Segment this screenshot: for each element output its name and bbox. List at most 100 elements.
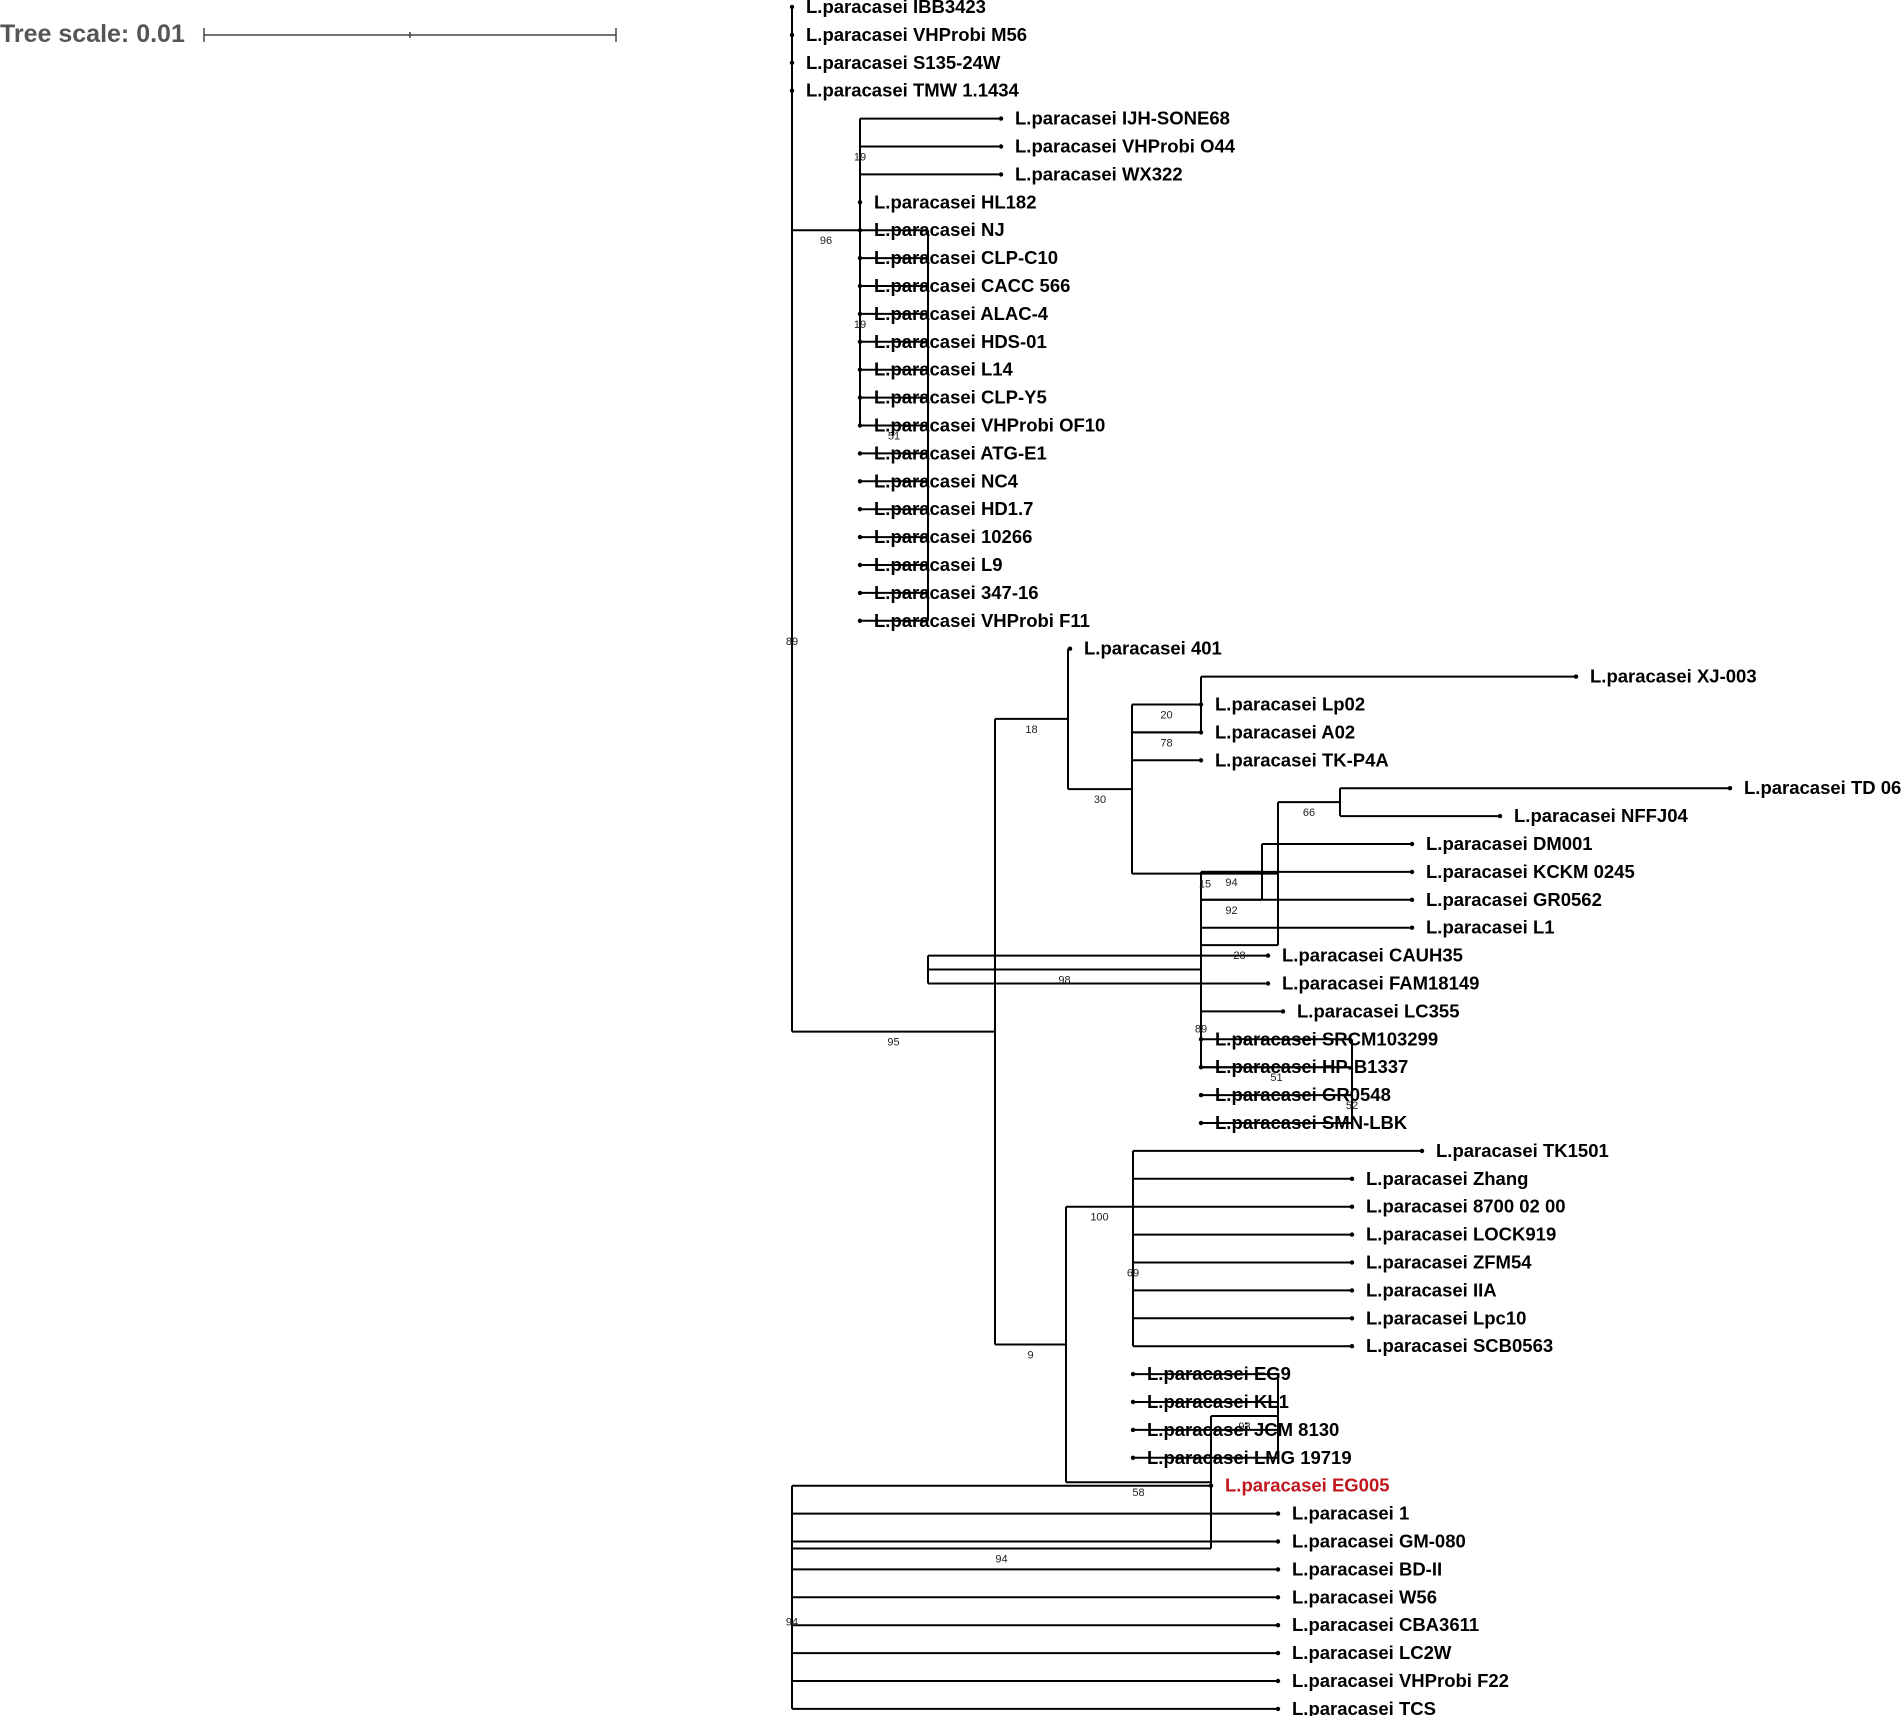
leaf-tip-dot <box>1275 1567 1281 1572</box>
bootstrap-value: 30 <box>1094 794 1106 806</box>
leaf-tip-dot <box>1275 1539 1281 1544</box>
leaf-label: L.paracasei 10266 <box>874 526 1032 547</box>
bootstrap-value: 94 <box>995 1553 1007 1565</box>
leaf-label: L.paracasei DM001 <box>1426 833 1593 854</box>
bootstrap-value: 95 <box>887 1037 899 1049</box>
leaf-label: L.paracasei TK1501 <box>1436 1140 1609 1161</box>
leaf-label: L.paracasei 401 <box>1084 638 1222 659</box>
leaf-tip-dot <box>1349 1176 1355 1182</box>
bootstrap-value: 89 <box>786 636 798 648</box>
leaf-tip-dot <box>789 4 795 10</box>
leaf-tip-dot <box>1727 786 1733 791</box>
leaf-label: L.paracasei HD1.7 <box>874 498 1033 519</box>
bootstrap-value: 92 <box>1225 905 1237 917</box>
leaf-tip-dot <box>1130 1455 1136 1461</box>
leaf-label: L.paracasei S135-24W <box>806 52 1001 73</box>
leaf-label: L.paracasei 347-16 <box>874 582 1039 603</box>
leaf-tip-dot <box>789 88 795 93</box>
leaf-label: L.paracasei IBB3423 <box>806 0 986 17</box>
leaf-tip-dot <box>1280 1009 1286 1014</box>
leaf-label: L.paracasei ZFM54 <box>1366 1252 1532 1273</box>
leaf-label: L.paracasei SRCM103299 <box>1215 1028 1438 1049</box>
leaf-tip-dot <box>1275 1595 1281 1600</box>
leaf-label: L.paracasei 8700 02 00 <box>1366 1196 1566 1217</box>
leaf-tip-dot <box>1130 1399 1136 1405</box>
leaf-label: L.paracasei TD 062 <box>1744 777 1902 798</box>
leaf-label: L.paracasei HDS-01 <box>874 331 1047 352</box>
leaf-tip-dot <box>998 116 1004 121</box>
leaf-tip-dot <box>1198 1065 1204 1070</box>
bootstrap-value: 15 <box>1199 879 1211 891</box>
leaf-label: L.paracasei FAM18149 <box>1282 973 1479 994</box>
tree-scale-label: Tree scale: 0.01 <box>0 20 185 48</box>
bootstrap-value: 19 <box>854 319 866 331</box>
leaf-label: L.paracasei VHProbi F11 <box>874 610 1090 631</box>
leaf-tip-dot <box>998 172 1004 177</box>
leaf-tip-dot <box>857 479 863 484</box>
leaf-tip-dot <box>998 144 1004 149</box>
leaf-label: L.paracasei KCKM 0245 <box>1426 861 1635 882</box>
bootstrap-value: 9 <box>1027 1349 1033 1361</box>
leaf-tip-dot <box>1198 1092 1204 1098</box>
leaf-tip-dot <box>857 283 863 289</box>
leaf-label: L.paracasei SMN-LBK <box>1215 1112 1408 1133</box>
leaf-label: L.paracasei Lpc10 <box>1366 1307 1526 1328</box>
leaf-tip-dot <box>1349 1316 1355 1321</box>
bootstrap-value: 51 <box>888 431 900 443</box>
leaf-label: L.paracasei EG9 <box>1147 1363 1291 1384</box>
leaf-label: L.paracasei TCS <box>1292 1698 1436 1716</box>
leaf-label: L.paracasei LC355 <box>1297 1000 1459 1021</box>
bootstrap-labels: 8996191951951830207815662894928998515291… <box>786 152 1358 1629</box>
leaf-tip-dot <box>1349 1288 1355 1293</box>
bootstrap-value: 78 <box>1160 737 1172 749</box>
leaf-tip-dot <box>857 228 863 233</box>
leaf-tip-dot <box>1265 953 1271 958</box>
leaf-tip-dot <box>1573 674 1579 679</box>
bootstrap-value: 52 <box>1346 1100 1358 1112</box>
leaf-label: L.paracasei EG005 <box>1225 1475 1390 1496</box>
leaf-tip-dot <box>1198 702 1204 707</box>
leaf-label: L.paracasei CBA3611 <box>1292 1614 1479 1635</box>
leaf-tip-dot <box>1265 981 1271 986</box>
leaf-label: L.paracasei HP-B1337 <box>1215 1056 1408 1077</box>
leaf-tip-dot <box>789 60 795 65</box>
bootstrap-value: 69 <box>1127 1268 1139 1280</box>
leaf-tip-dot <box>1349 1232 1355 1237</box>
bootstrap-value: 94 <box>1225 877 1237 889</box>
bootstrap-value: 20 <box>1160 710 1172 722</box>
leaf-tip-dot <box>1208 1483 1214 1488</box>
leaf-tip-dot <box>857 534 863 540</box>
leaf-label: L.paracasei A02 <box>1215 721 1355 742</box>
leaf-tip-dot <box>857 395 863 400</box>
leaf-tip-dot <box>1198 1037 1204 1042</box>
leaf-label: L.paracasei GM-080 <box>1292 1531 1466 1552</box>
leaf-label: L.paracasei Lp02 <box>1215 694 1365 715</box>
leaf-label: L.paracasei LC2W <box>1292 1642 1452 1663</box>
bootstrap-value: 89 <box>1195 1023 1207 1035</box>
leaf-tip-dot <box>857 562 863 568</box>
leaf-tip-dot <box>857 451 863 456</box>
leaf-tip-dot <box>1067 646 1073 651</box>
bootstrap-value: 19 <box>854 152 866 164</box>
leaf-tip-dot <box>1275 1706 1281 1712</box>
leaf-label: L.paracasei XJ-003 <box>1590 666 1757 687</box>
leaf-label: L.paracasei JCM 8130 <box>1147 1419 1339 1440</box>
leaf-label: L.paracasei L9 <box>874 554 1003 575</box>
bootstrap-value: 98 <box>1058 975 1070 987</box>
leaf-label: L.paracasei CAUH35 <box>1282 945 1463 966</box>
leaf-label: L.paracasei CLP-Y5 <box>874 387 1047 408</box>
leaf-tip-dot <box>857 367 863 372</box>
leaf-label: L.paracasei ALAC-4 <box>874 303 1049 324</box>
leaf-label: L.paracasei NC4 <box>874 470 1019 491</box>
leaf-tip-dot <box>1198 758 1204 763</box>
leaf-label: L.paracasei SCB0563 <box>1366 1335 1553 1356</box>
leaf-label: L.paracasei LOCK919 <box>1366 1224 1556 1245</box>
leaf-tip-dot <box>1409 925 1415 930</box>
leaf-tip-dot <box>857 423 863 428</box>
bootstrap-value: 93 <box>1238 1421 1250 1433</box>
leaf-label: L.paracasei CACC 566 <box>874 275 1070 296</box>
leaf-tip-dot <box>1409 869 1415 875</box>
leaf-label: L.paracasei TMW 1.1434 <box>806 80 1020 101</box>
